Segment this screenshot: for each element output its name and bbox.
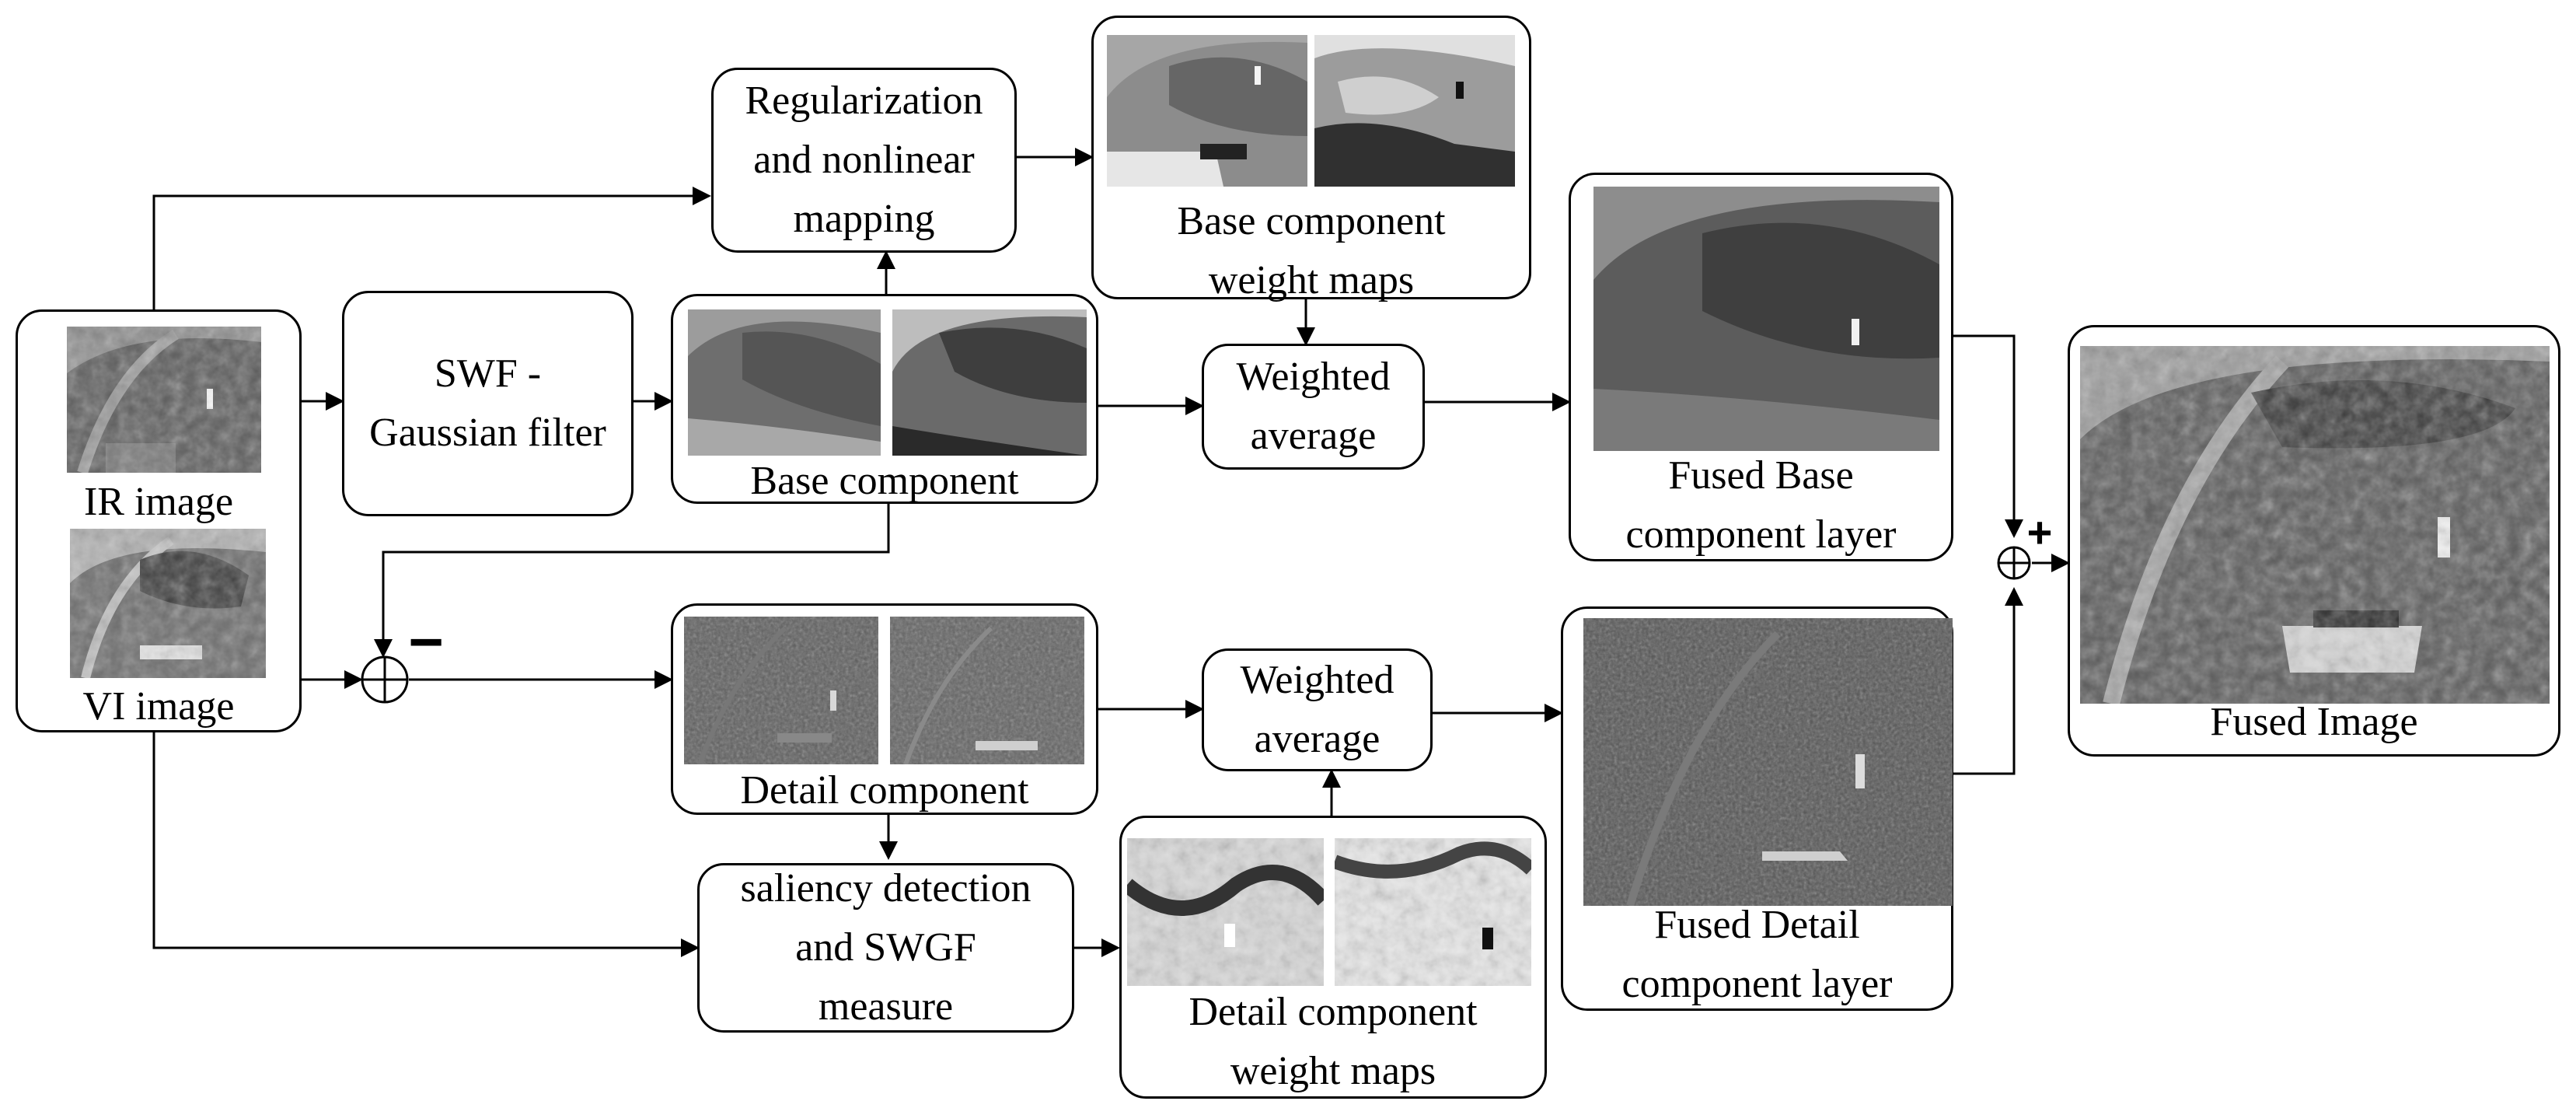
arrow-fused-base-to-add: [1953, 334, 2023, 538]
arrow-source-to-saliency: [152, 732, 700, 957]
vi-image-thumbnail: [70, 529, 266, 678]
add-operator: [1997, 546, 2031, 580]
detail-weight-map-vi-thumbnail: [1335, 838, 1531, 986]
subtract-sign: −: [408, 607, 444, 676]
swf-gaussian-filter-text: SWF -Gaussian filter: [369, 351, 606, 455]
detail-component-ir-thumbnail: [684, 617, 878, 764]
add-sign: +: [2027, 508, 2053, 557]
base-weight-map-ir-thumbnail: [1107, 35, 1307, 187]
base-component-ir-thumbnail: [688, 309, 881, 456]
arrow-source-to-regularization: [152, 187, 711, 309]
base-weight-map-vi-thumbnail: [1314, 35, 1515, 187]
detail-weight-map-ir-thumbnail: [1127, 838, 1324, 986]
base-component-vi-thumbnail: [892, 309, 1087, 456]
fused-image-label: Fused Image: [2210, 700, 2418, 744]
subtract-operator: [361, 655, 409, 704]
arrow-fused-detail-to-add: [1953, 587, 2023, 775]
detail-component-vi-thumbnail: [890, 617, 1084, 764]
fused-base-layer-thumbnail: [1593, 187, 1939, 451]
arrow-base-to-subtract: [374, 504, 890, 658]
swf-gaussian-filter-box: SWF -Gaussian filter: [342, 291, 634, 516]
fused-image-thumbnail: [2080, 346, 2550, 704]
vi-image-label: VI image: [82, 684, 235, 729]
ir-image-thumbnail: [67, 327, 261, 473]
ir-image-label: IR image: [83, 480, 234, 524]
detail-component-label: Detail component: [740, 768, 1029, 813]
base-component-label: Base component: [750, 459, 1019, 503]
fused-detail-layer-thumbnail: [1583, 618, 1953, 906]
